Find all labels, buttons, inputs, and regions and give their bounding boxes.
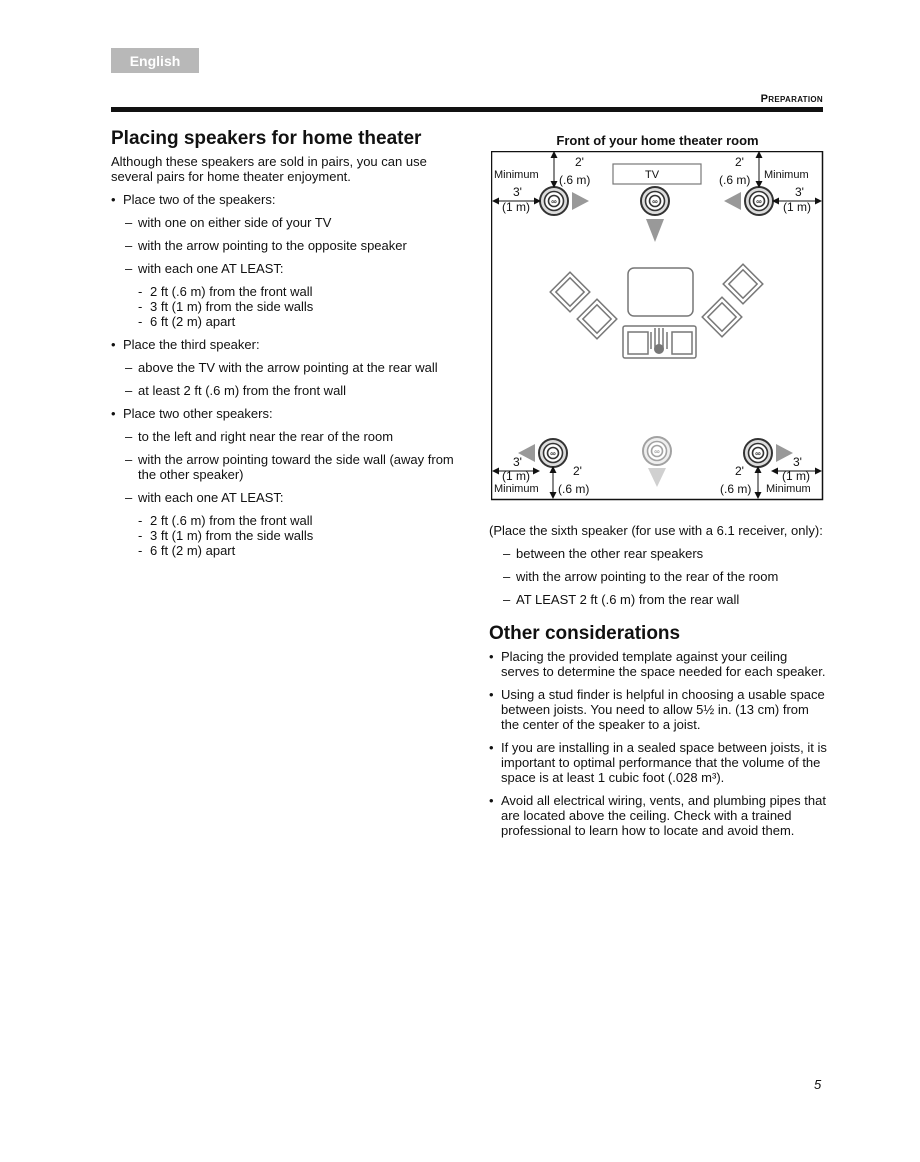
dim-label: 3' [513, 185, 522, 199]
tv-label: TV [645, 169, 660, 181]
dim-label: 2' [575, 155, 584, 169]
other-considerations-title: Other considerations [489, 623, 681, 644]
dash-item: with the arrow pointing toward the side … [111, 452, 456, 482]
dash-item: above the TV with the arrow pointing at … [111, 360, 456, 375]
front-left-speaker [539, 186, 589, 216]
dim-label: (.6 m) [558, 482, 589, 496]
header-rule [111, 107, 823, 112]
section-title: Placing speakers for home theater [111, 128, 422, 149]
arrow-right-icon [776, 444, 793, 462]
chair-right-lower [701, 296, 743, 338]
minimum-label: Minimum [494, 169, 539, 181]
front-right-speaker [724, 186, 774, 216]
dash-item: at least 2 ft (.6 m) from the front wall [111, 383, 456, 398]
listener-head [654, 344, 664, 354]
dash-item: between the other rear speakers [489, 546, 829, 561]
arrow-left-icon [724, 192, 741, 210]
language-tab: English [111, 48, 199, 73]
dim-label: (.6 m) [720, 482, 751, 496]
dash-item: AT LEAST 2 ft (.6 m) from the rear wall [489, 592, 829, 607]
distance-item: 2 ft (.6 m) from the front wall [111, 513, 456, 528]
center-speaker [640, 186, 670, 242]
arrow-left-icon [518, 444, 535, 462]
minimum-label: Minimum [494, 483, 539, 495]
intro-paragraph: Although these speakers are sold in pair… [111, 154, 427, 184]
dim-label: 3' [513, 455, 522, 469]
consideration-item: If you are installing in a sealed space … [489, 740, 829, 785]
dim-label: 3' [795, 185, 804, 199]
coffee-table [627, 267, 694, 317]
dim-label: (.6 m) [719, 173, 750, 187]
room-diagram: ∞ TV Minimum 2' (.6 m) 3' (1 m) Minimum … [491, 151, 824, 501]
distance-item: 3 ft (1 m) from the side walls [111, 528, 456, 543]
distance-item: 6 ft (2 m) apart [111, 543, 456, 558]
distance-group: 2 ft (.6 m) from the front wall 3 ft (1 … [111, 513, 456, 558]
left-column: Placing speakers for home theater Althou… [111, 128, 456, 566]
page-number: 5 [814, 1077, 822, 1092]
chair-right-upper [722, 263, 764, 305]
dash-item: with each one AT LEAST: [111, 261, 456, 276]
minimum-label: Minimum [766, 483, 811, 495]
arrow-right-icon [572, 192, 589, 210]
dim-label: 3' [793, 455, 802, 469]
dim-label: 2' [735, 464, 744, 478]
dim-label: (1 m) [502, 469, 530, 483]
dash-item: with the arrow pointing to the opposite … [111, 238, 456, 253]
chair-left-upper [549, 271, 591, 313]
tv-box [612, 163, 702, 185]
bullet-place-third: Place the third speaker: [111, 337, 456, 352]
distance-group: 2 ft (.6 m) from the front wall 3 ft (1 … [111, 284, 456, 329]
distance-item: 6 ft (2 m) apart [111, 314, 456, 329]
dash-item: with the arrow pointing to the rear of t… [489, 569, 829, 584]
dim-label: 2' [573, 464, 582, 478]
consideration-item: Placing the provided template against yo… [489, 649, 829, 679]
dash-item: to the left and right near the rear of t… [111, 429, 456, 444]
furniture [549, 263, 764, 359]
sofa [622, 325, 697, 359]
rear-center-speaker [642, 436, 672, 487]
distance-item: 3 ft (1 m) from the side walls [111, 299, 456, 314]
chair-left-lower [576, 298, 618, 340]
dim-label: (1 m) [782, 469, 810, 483]
considerations-list: Placing the provided template against yo… [489, 649, 829, 838]
placement-list: Place two of the speakers: with one on e… [111, 192, 456, 558]
bullet-place-other: Place two other speakers: [111, 406, 456, 421]
rear-left-speaker [518, 438, 568, 468]
dim-label: (.6 m) [559, 173, 590, 187]
right-column: (Place the sixth speaker (for use with a… [489, 523, 829, 846]
bullet-place-two: Place two of the speakers: [111, 192, 456, 207]
dim-label: 2' [735, 155, 744, 169]
arrow-down-icon [646, 219, 664, 242]
distance-item: 2 ft (.6 m) from the front wall [111, 284, 456, 299]
rear-right-speaker [743, 438, 793, 468]
dash-item: with one on either side of your TV [111, 215, 456, 230]
minimum-label: Minimum [764, 169, 809, 181]
room-outline [491, 151, 824, 501]
dim-label: (1 m) [783, 200, 811, 214]
arrow-down-icon [648, 468, 666, 487]
sixth-speaker-list: between the other rear speakers with the… [489, 546, 829, 607]
dash-item: with each one AT LEAST: [111, 490, 456, 505]
sixth-speaker-intro: (Place the sixth speaker (for use with a… [489, 523, 823, 538]
consideration-item: Avoid all electrical wiring, vents, and … [489, 793, 829, 838]
diagram-title: Front of your home theater room [556, 133, 759, 148]
section-label: Preparation [760, 93, 823, 105]
consideration-item: Using a stud finder is helpful in choosi… [489, 687, 829, 732]
dim-label: (1 m) [502, 200, 530, 214]
